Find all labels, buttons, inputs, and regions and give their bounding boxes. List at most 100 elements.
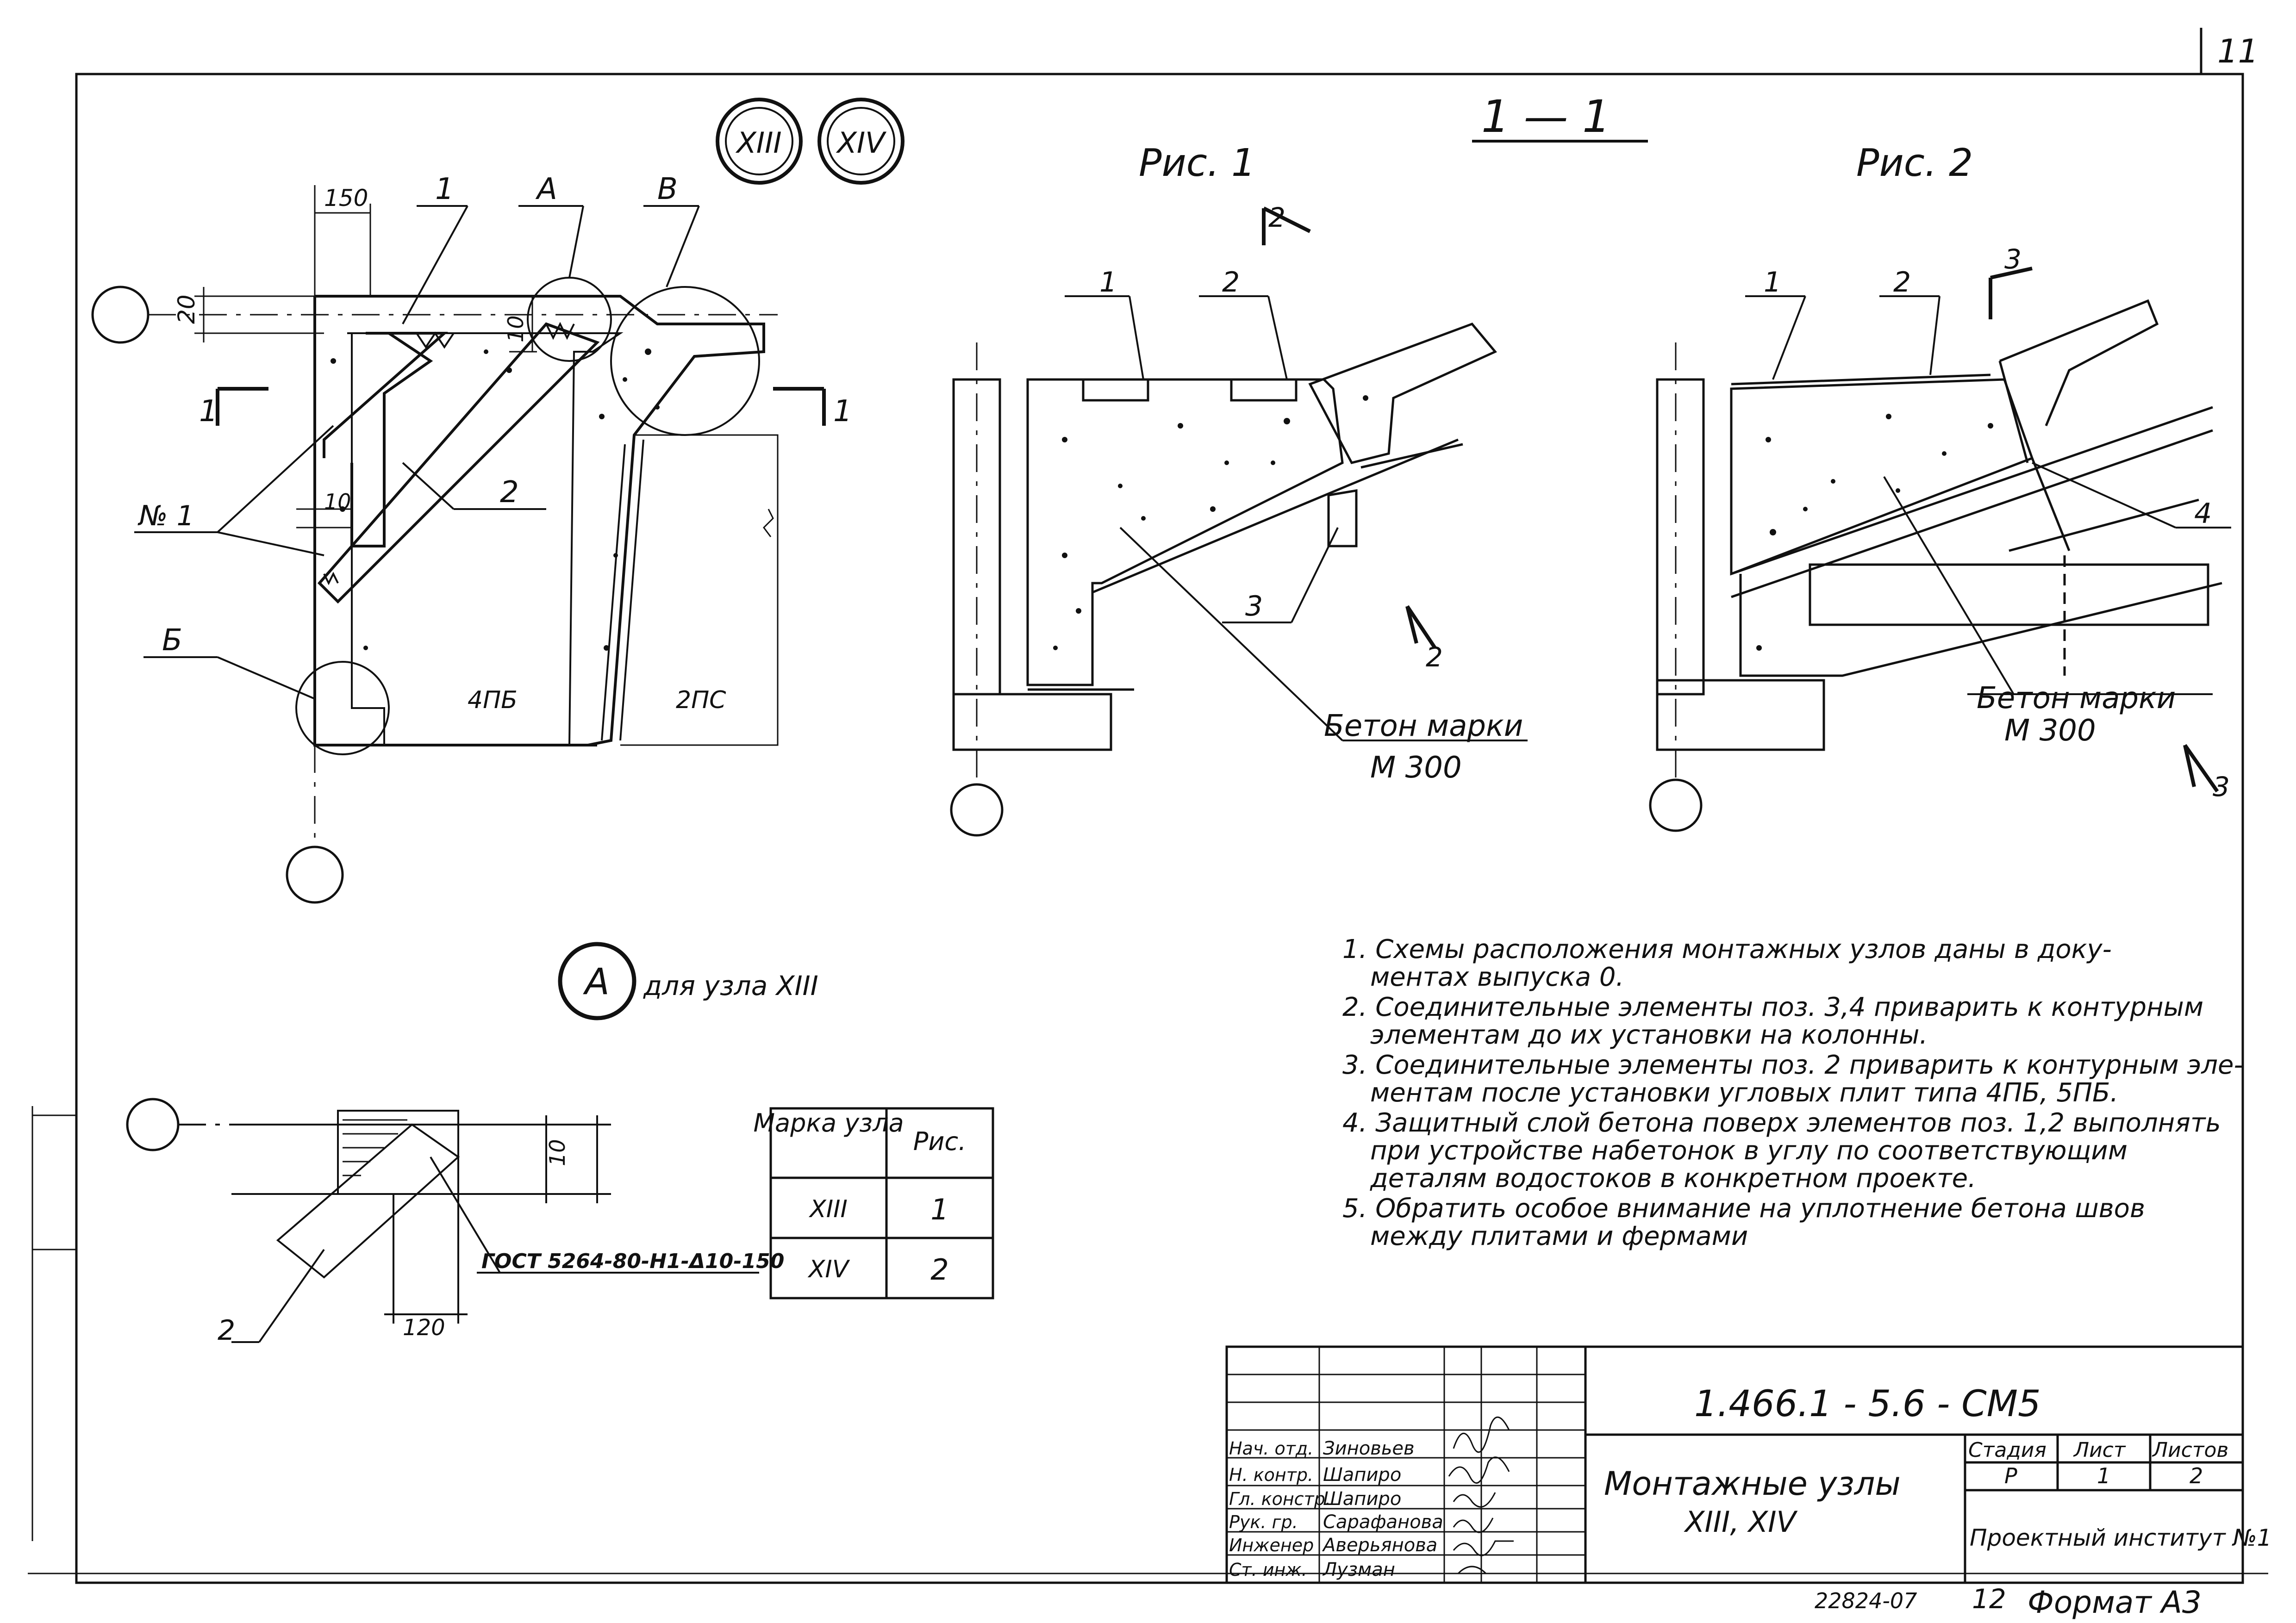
notes: 1. Схемы расположения монтажных узлов да… [1342,934,2243,1251]
panel-label-4pb: 4ПБ [468,686,518,714]
table-header-mark: Марка узла [753,1108,904,1138]
detail-a-dim-120: 120 [403,1315,445,1341]
sheets-header: Листов [2152,1438,2228,1462]
leader-label-2: 2 [500,475,519,510]
fig2-concrete-line1: Бетон марки [1977,681,2176,715]
fig2-cut-top: 3 [2004,243,2021,275]
leader-label-no1: № 1 [137,500,194,532]
note-line: при устройстве набетонок в углу по соотв… [1370,1136,2128,1166]
section-1-1-view: 150 20 10 10 1 A B № 1 2 Б 4ПБ 2П [91,172,852,904]
sheet-frame [28,28,2268,1584]
fig2-label-2: 2 [1893,266,1911,298]
node-table: Марка узла Рис. XIII 1 XIV 2 [753,1107,994,1300]
dim-10-top: 10 [503,315,528,342]
detail-a-mark: А [582,961,609,1003]
table-row1-mark: XIII [808,1195,848,1223]
svg-text:XIV: XIV [836,126,887,160]
section-mark: 1 — 1 [1481,91,1610,143]
name-group-lead: Сарафанова [1323,1511,1443,1533]
note-line: между плитами и фермами [1370,1221,1748,1251]
table-row2-fig: 2 [930,1253,948,1287]
name-chief-designer: Шапиро [1323,1488,1401,1510]
fig1-label-1: 1 [1099,266,1117,298]
cut-mark-right: 1 [833,394,852,429]
callout-circle-a [527,277,612,362]
node-mark-xiii: XIII [716,98,803,185]
note-line: ментам после установки угловых плит типа… [1370,1078,2118,1108]
fig2-title: Рис. 2 [1856,141,1973,185]
leader-label-b: Б [162,623,182,658]
leader-label-1: 1 [435,172,454,206]
detail-a-dim-10: 10 [545,1139,570,1166]
copy-number: 12 [1972,1583,2006,1615]
fig1-cut-bottom: 2 [1426,641,1443,673]
detail-a-caption: для узла XIII [643,970,818,1001]
organization: Проектный институт №1 [1970,1524,2271,1551]
svg-text:XIII: XIII [735,126,781,160]
callout-circle-v [610,286,760,436]
fig1-concrete-line2: М 300 [1370,751,1462,785]
note-line: элементам до их установки на колонны. [1370,1020,1928,1050]
fig2-concrete-line2: М 300 [2004,714,2096,748]
name-head-dept: Зиновьев [1323,1438,1415,1459]
sheet-value: 1 [2097,1463,2110,1488]
name-norm-control: Шапиро [1323,1464,1401,1486]
table-header-fig: Рис. [913,1127,967,1156]
role-chief-designer: Гл. констр. [1229,1489,1331,1509]
cut-mark-left: 1 [199,394,218,429]
role-norm-control: Н. контр. [1229,1465,1313,1485]
axis-bubble-bottom [286,846,344,904]
note-line: ментах выпуска 0. [1370,962,1624,992]
title-block: Нач. отд. Н. контр. Гл. констр. Рук. гр.… [1225,1345,2271,1584]
sheet-format: Формат А3 [2028,1585,2202,1620]
note-line: 1. Схемы расположения монтажных узлов да… [1342,934,2112,964]
drawing-title-line1: Монтажные узлы [1604,1465,1901,1503]
dim-20: 20 [173,294,200,324]
note-line: 3. Соединительные элементы поз. 2 привар… [1342,1050,2243,1080]
note-line: 2. Соединительные элементы поз. 3,4 прив… [1342,992,2203,1022]
sheets-value: 2 [2190,1463,2203,1488]
fig2-cut-bottom: 3 [2213,771,2230,802]
name-senior-engineer: Лузман [1322,1559,1395,1580]
name-engineer: Аверьянова [1322,1535,1437,1556]
fig2-label-4: 4 [2194,497,2212,530]
table-row1-fig: 1 [930,1193,948,1226]
role-engineer: Инженер [1229,1535,1314,1555]
figure-2: Рис. 2 [1649,141,2231,832]
detail-a-mark-circle [558,942,636,1020]
note-line: 5. Обратить особое внимание на уплотнени… [1342,1194,2145,1224]
fig1-cut-top: 2 [1268,202,1285,233]
table-row2-mark: XIV [807,1256,850,1283]
leader-label-a: A [535,172,557,206]
figure-1: Рис. 1 [950,141,1528,837]
role-group-lead: Рук. гр. [1229,1512,1298,1532]
stage-header: Стадия [1968,1438,2046,1462]
role-head-dept: Нач. отд. [1229,1438,1313,1459]
leader-label-v: B [657,172,678,206]
panel-label-2ps: 2ПС [676,686,726,714]
drawing-designation: 1.466.1 - 5.6 - СМ5 [1694,1383,2041,1425]
fig2-label-1: 1 [1764,266,1781,298]
signatures [1448,1416,1514,1574]
detail-a: А для узла XIII 10 120 2 ГОС [126,942,818,1347]
fig1-label-2: 2 [1222,266,1240,298]
detail-a-weld-standard: ГОСТ 5264-80-Н1-Δ10-150 [481,1250,784,1273]
stage-value: Р [2004,1463,2017,1488]
node-mark-xiv: XIV [817,98,905,185]
page-number: 11 [2217,32,2259,70]
inventory-number: 22824-07 [1815,1588,1917,1613]
sheet-header: Лист [2073,1438,2126,1462]
detail-a-label-2: 2 [218,1314,235,1347]
role-senior-engineer: Ст. инж. [1229,1560,1307,1580]
dim-150: 150 [324,185,368,211]
dim-10-mid: 10 [324,489,351,514]
axis-bubble-top [91,286,150,344]
note-line: деталям водостоков в конкретном проекте. [1370,1163,1976,1194]
fig1-label-3: 3 [1245,590,1263,622]
drawing-title-line2: XIII, XIV [1684,1505,1798,1539]
note-line: 4. Защитный слой бетона поверх элементов… [1342,1108,2221,1138]
fig1-concrete-line1: Бетон марки [1324,709,1523,743]
callout-circle-b [295,661,390,755]
fig1-title: Рис. 1 [1139,141,1255,185]
